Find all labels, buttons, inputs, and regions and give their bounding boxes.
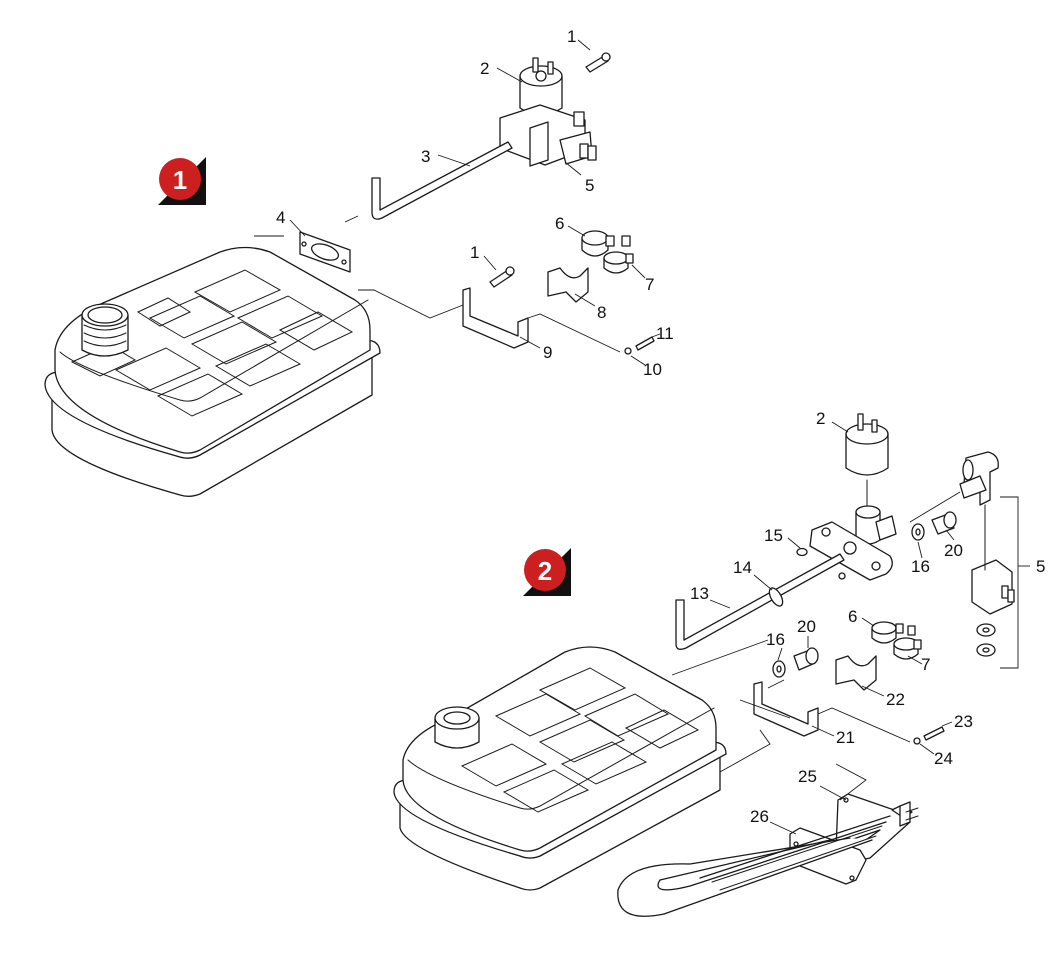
thermostat-part-7 — [893, 637, 922, 660]
bolt-part-20-lower — [793, 647, 819, 671]
callout-25: 25 — [798, 767, 817, 786]
callout-6: 6 — [848, 607, 857, 626]
callout-8: 8 — [597, 303, 606, 322]
callout-7: 7 — [645, 275, 654, 294]
screw-part-1-lower — [489, 266, 515, 288]
callout-5: 5 — [1036, 557, 1045, 576]
callout-10: 10 — [643, 360, 662, 379]
bracket-part-21 — [753, 681, 819, 737]
washer-part-10 — [624, 347, 632, 355]
callout-5: 5 — [585, 176, 594, 195]
gasket-part-4 — [299, 231, 351, 273]
callout-21: 21 — [836, 728, 855, 747]
callout-26: 26 — [750, 807, 769, 826]
valve-fittings-part-5 — [959, 451, 1015, 657]
callout-20: 20 — [944, 541, 963, 560]
boiler-filler-neck — [434, 706, 480, 749]
thermostat-part-6 — [581, 230, 631, 257]
pipe-part-3 — [371, 141, 513, 220]
callout-1-lower: 1 — [470, 243, 479, 262]
washer-part-15 — [796, 547, 846, 580]
boiler-tank — [44, 246, 381, 497]
view-badge-2: 2 — [523, 548, 571, 596]
view-1: 1 — [44, 27, 674, 497]
bolt-part-20 — [931, 511, 957, 535]
valve-body-part-5 — [499, 104, 597, 167]
thermostat-part-6 — [871, 621, 916, 644]
callout-14: 14 — [733, 558, 752, 577]
callout-9: 9 — [543, 343, 552, 362]
callout-2: 2 — [480, 59, 489, 78]
o-ring-part-14 — [768, 587, 784, 607]
callout-15: 15 — [764, 526, 783, 545]
callout-4: 4 — [276, 208, 285, 227]
callout-3: 3 — [421, 147, 430, 166]
callout-16-lower: 16 — [766, 630, 785, 649]
washer-part-24 — [913, 737, 921, 745]
view-badge-number: 1 — [173, 165, 187, 195]
callout-20-lower: 20 — [797, 617, 816, 636]
bracket-part-22 — [835, 655, 877, 691]
leader-lines-view-2 — [671, 421, 1030, 835]
thermostat-part-7 — [603, 251, 634, 274]
callout-11: 11 — [656, 324, 674, 343]
washer-part-16 — [911, 523, 925, 541]
callout-16: 16 — [911, 557, 930, 576]
heating-element-part-25-26 — [617, 793, 919, 917]
view-badge-1: 1 — [158, 157, 206, 205]
callout-22: 22 — [886, 690, 905, 709]
callout-1: 1 — [567, 27, 576, 46]
callout-24: 24 — [934, 749, 953, 768]
screw-part-11 — [635, 336, 655, 351]
screw-part-1 — [585, 52, 611, 73]
callout-2: 2 — [816, 409, 825, 428]
bracket-part-9 — [462, 287, 529, 349]
leader-lines-view-1 — [254, 39, 661, 366]
view-badge-number: 2 — [538, 556, 552, 586]
view-2: 2 — [393, 409, 1045, 917]
callout-23: 23 — [954, 712, 973, 731]
boiler-tank — [393, 646, 727, 891]
callout-7: 7 — [921, 655, 930, 674]
solenoid-coil-part-2 — [519, 57, 563, 116]
pipe-part-13 — [675, 553, 845, 650]
solenoid-coil-part-2 — [845, 413, 889, 506]
boiler-filler-neck — [81, 303, 129, 357]
valve-body — [809, 505, 897, 581]
washer-part-16-lower — [772, 660, 786, 678]
callout-13: 13 — [690, 584, 709, 603]
callout-6: 6 — [555, 214, 564, 233]
screw-part-23 — [923, 726, 945, 741]
bracket-part-8 — [547, 267, 589, 303]
